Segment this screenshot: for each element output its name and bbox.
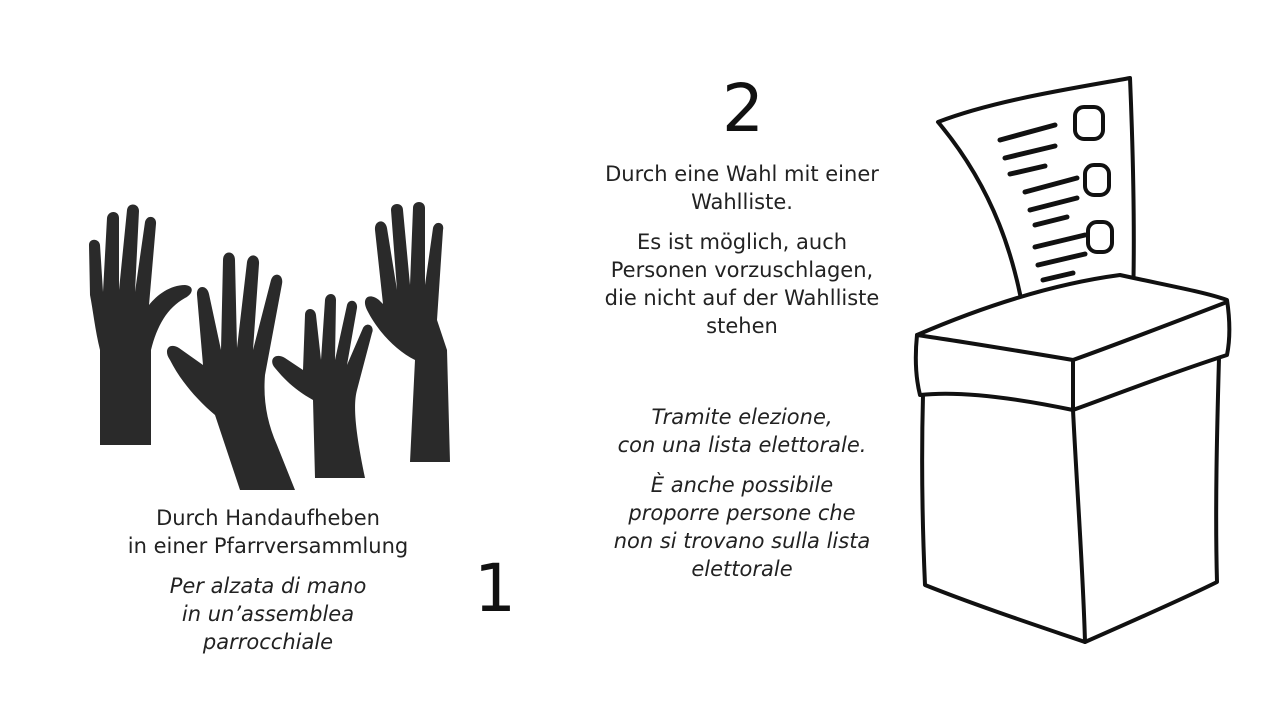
option-2-number: 2 — [722, 70, 764, 147]
option-2-it-b-line-2: proporre persone che — [628, 501, 856, 525]
option-2-it-a-line-1: Tramite elezione, — [651, 405, 833, 429]
ballot-box-icon — [913, 76, 1232, 644]
option-1-it-line-3: parrocchiale — [202, 630, 334, 654]
option-2-de-a-line-1: Durch eine Wahl mit einer — [605, 162, 879, 186]
option-1-de-line-2: in einer Pfarrversammlung — [127, 534, 409, 558]
option-2-de-b-line-2: Personen vorzuschlagen, — [610, 258, 874, 282]
option-2-it-b-line-4: elettorale — [691, 557, 793, 581]
option-2-de-a-line-2: Wahlliste. — [691, 190, 793, 214]
option-1-text: Durch Handaufheben in einer Pfarrversamm… — [108, 504, 428, 656]
option-2-it-a-line-2: con una lista elettorale. — [617, 433, 867, 457]
option-1-it-line-2: in un’assemblea — [181, 602, 355, 626]
option-1-it-line-1: Per alzata di mano — [169, 574, 367, 598]
option-2-it-b-line-1: È anche possibile — [650, 473, 834, 497]
option-2-de-text: Durch eine Wahl mit einer Wahlliste. Es … — [582, 160, 902, 340]
raised-hands-icon — [89, 202, 450, 490]
option-2-de-b-line-1: Es ist möglich, auch — [636, 230, 848, 254]
option-2-it-b-line-3: non si trovano sulla lista — [613, 529, 871, 553]
option-1-de-line-1: Durch Handaufheben — [156, 506, 380, 530]
option-2-it-text: Tramite elezione, con una lista elettora… — [582, 403, 902, 583]
option-2-de-b-line-3: die nicht auf der Wahlliste — [604, 286, 880, 310]
option-2-de-b-line-4: stehen — [706, 314, 778, 338]
option-1-number: 1 — [474, 550, 516, 627]
